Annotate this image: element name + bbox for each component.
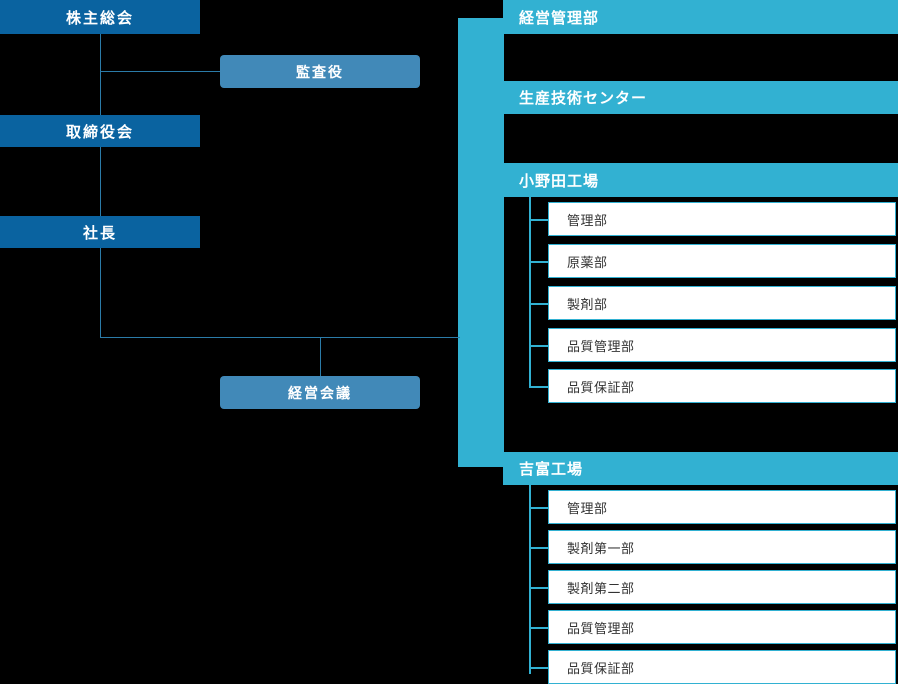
dept-box-2-0[interactable]: 管理部 xyxy=(548,202,896,236)
dept-box-2-4-label: 品質保証部 xyxy=(567,380,635,396)
box-management-meeting-label: 経営会議 xyxy=(288,385,352,402)
tree-stub-2-4 xyxy=(529,386,548,388)
tree-stub-3-2 xyxy=(529,587,548,589)
tree-stub-2-2 xyxy=(529,303,548,305)
box-auditor-label: 監査役 xyxy=(296,64,344,81)
tree-stub-3-0 xyxy=(529,507,548,509)
dept-box-3-3[interactable]: 品質管理部 xyxy=(548,610,896,644)
dept-box-3-4[interactable]: 品質保証部 xyxy=(548,650,896,684)
connector-board-to-auditor xyxy=(100,71,221,72)
dept-box-2-0-label: 管理部 xyxy=(567,213,608,229)
dept-box-2-1-label: 原薬部 xyxy=(567,255,608,271)
division-header-2[interactable]: 小野田工場 xyxy=(503,163,898,197)
connector-shareholders-to-board xyxy=(100,34,101,115)
dept-box-2-3[interactable]: 品質管理部 xyxy=(548,328,896,362)
box-shareholders-meeting-label: 株主総会 xyxy=(65,8,134,27)
connector-president-down xyxy=(100,248,101,338)
tree-stub-3-3 xyxy=(529,627,548,629)
division-header-0[interactable]: 経営管理部 xyxy=(503,0,898,34)
tree-trunk-division-3 xyxy=(529,485,531,674)
division-header-0-label: 経営管理部 xyxy=(519,8,600,27)
box-president-label: 社長 xyxy=(82,223,117,242)
dept-box-3-4-label: 品質保証部 xyxy=(567,661,635,677)
dept-box-3-0-label: 管理部 xyxy=(567,501,608,517)
tree-trunk-division-2 xyxy=(529,197,531,387)
box-board-of-directors-label: 取締役会 xyxy=(65,122,134,141)
dept-box-2-3-label: 品質管理部 xyxy=(567,339,635,355)
tree-stub-3-4 xyxy=(529,667,548,669)
dept-box-2-4[interactable]: 品質保証部 xyxy=(548,369,896,403)
tree-stub-2-3 xyxy=(529,345,548,347)
box-management-meeting[interactable]: 経営会議 xyxy=(220,376,420,409)
division-header-2-label: 小野田工場 xyxy=(519,171,600,190)
dept-box-3-0[interactable]: 管理部 xyxy=(548,490,896,524)
tree-stub-2-0 xyxy=(529,219,548,221)
division-header-3[interactable]: 吉富工場 xyxy=(503,452,898,485)
division-spine xyxy=(458,18,504,467)
connector-bus-to-management-meeting xyxy=(320,337,321,376)
box-auditor[interactable]: 監査役 xyxy=(220,55,420,88)
box-board-of-directors[interactable]: 取締役会 xyxy=(0,115,200,147)
dept-box-3-3-label: 品質管理部 xyxy=(567,621,635,637)
tree-stub-2-1 xyxy=(529,261,548,263)
connector-president-bus xyxy=(100,337,460,338)
dept-box-3-2-label: 製剤第二部 xyxy=(567,581,635,597)
division-header-3-label: 吉富工場 xyxy=(519,460,584,478)
dept-box-3-1-label: 製剤第一部 xyxy=(567,541,635,557)
division-header-1-label: 生産技術センター xyxy=(519,89,648,107)
division-header-1[interactable]: 生産技術センター xyxy=(503,81,898,114)
dept-box-3-2[interactable]: 製剤第二部 xyxy=(548,570,896,604)
dept-box-2-2-label: 製剤部 xyxy=(567,297,608,313)
dept-box-2-1[interactable]: 原薬部 xyxy=(548,244,896,278)
box-shareholders-meeting[interactable]: 株主総会 xyxy=(0,0,200,34)
dept-box-2-2[interactable]: 製剤部 xyxy=(548,286,896,320)
connector-board-to-president xyxy=(100,147,101,216)
box-president[interactable]: 社長 xyxy=(0,216,200,248)
tree-stub-3-1 xyxy=(529,547,548,549)
dept-box-3-1[interactable]: 製剤第一部 xyxy=(548,530,896,564)
